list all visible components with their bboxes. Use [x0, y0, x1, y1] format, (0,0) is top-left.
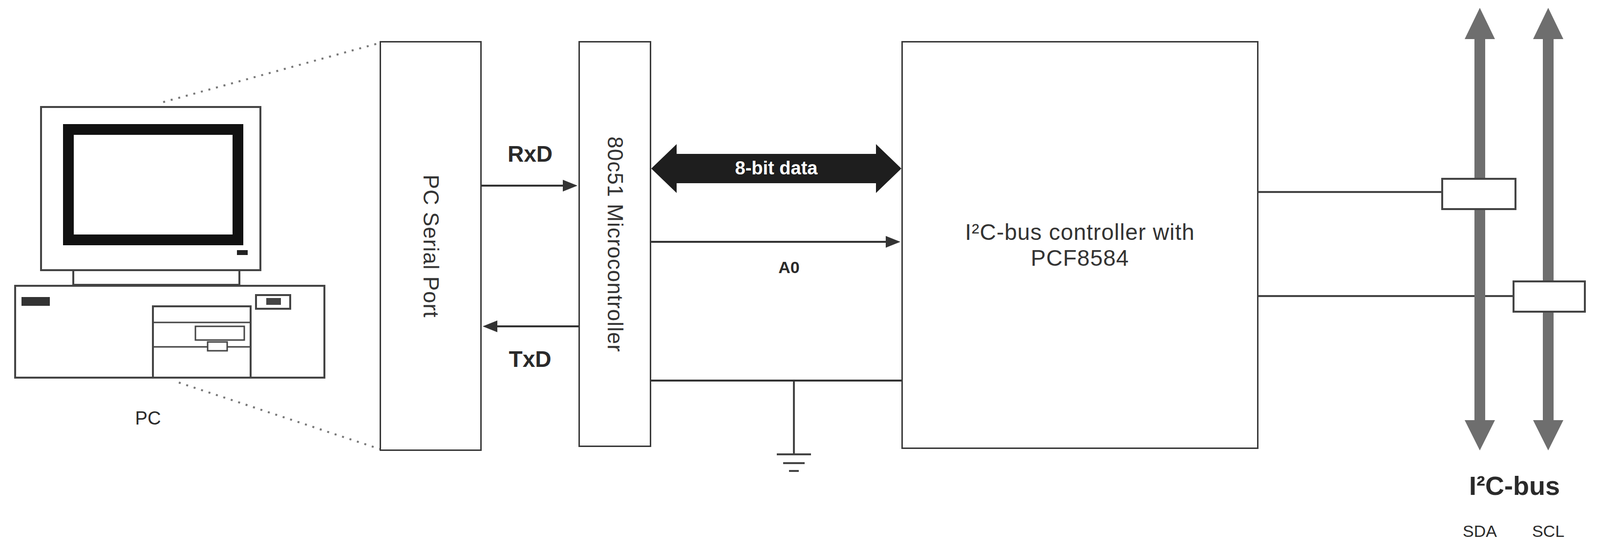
ground-wire	[651, 380, 902, 382]
bus-title: I²C-bus	[1469, 471, 1560, 501]
zoom-line	[163, 42, 380, 103]
signal-name: SDA	[1462, 522, 1497, 541]
signal-label: A0	[778, 258, 800, 277]
rxd-signal	[481, 179, 578, 192]
bus-connector	[1442, 178, 1516, 210]
i2c-controller-box: I²C-bus controller with PCF8584	[901, 41, 1259, 449]
zoom-line	[178, 382, 380, 449]
bus-wire	[1258, 191, 1443, 193]
signal-label: RxD	[507, 141, 553, 167]
serial-port-box: PC Serial Port	[379, 41, 482, 451]
signal-label: TxD	[509, 346, 552, 372]
ground-symbol	[776, 380, 811, 471]
data-bus-arrow	[651, 144, 902, 193]
bus-connector	[1513, 281, 1585, 312]
scl-bus-line	[1533, 7, 1564, 451]
txd-signal	[482, 320, 579, 333]
signal-name: SCL	[1532, 522, 1565, 541]
bus-label: 8-bit data	[735, 158, 818, 179]
box-text: I²C-bus controller with PCF8584	[948, 219, 1213, 272]
pc-label: PC	[135, 408, 162, 429]
box-text: PC Serial Port	[418, 174, 444, 318]
box-text: 80c51 Microcontroller	[602, 136, 628, 353]
a0-signal	[651, 235, 901, 248]
sda-bus-line	[1464, 7, 1495, 451]
microcontroller-box: 80c51 Microcontroller	[578, 41, 652, 448]
pc-computer	[15, 106, 325, 378]
